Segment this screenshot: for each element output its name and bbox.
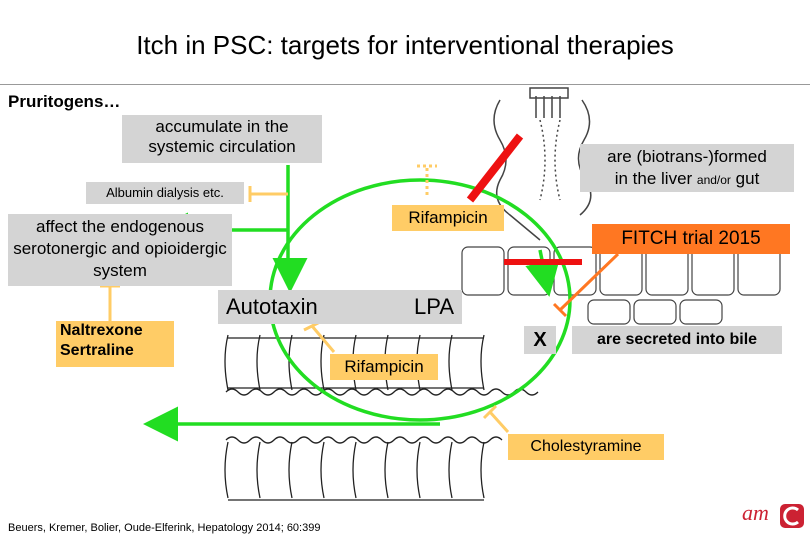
secreted-into-bile-box: are secreted into bile: [572, 326, 782, 354]
logo-text: am: [742, 500, 769, 525]
biotrans-line-1: are (biotrans-)formed: [607, 147, 767, 166]
rifampicin-mid-inhibit: [310, 325, 336, 353]
amc-logo: am: [740, 496, 806, 536]
biotrans-andor: and/or: [696, 173, 731, 187]
biotrans-liver: in the liver: [614, 169, 697, 188]
autotaxin-label: Autotaxin: [226, 294, 318, 319]
cholestyramine-inhibit: [488, 410, 510, 434]
page-title: Itch in PSC: targets for interventional …: [136, 30, 674, 60]
accumulate-box: accumulate in the systemic circulation: [122, 115, 322, 163]
rifampicin-mid-box: Rifampicin: [330, 354, 438, 380]
biotrans-gut: gut: [730, 169, 760, 188]
x-mark-box: X: [524, 326, 556, 354]
inhibitors: [100, 133, 620, 434]
autotaxin-lpa-box: Autotaxin LPA: [218, 290, 462, 324]
villus-structure: [493, 87, 592, 241]
lpa-label: LPA: [414, 294, 454, 319]
biotrans-line-2: in the liver and/or gut: [580, 168, 794, 191]
title-divider: [0, 84, 810, 85]
red-block-villus: [466, 133, 524, 203]
albumin-dialysis-box: Albumin dialysis etc.: [86, 182, 244, 204]
fitch-inhibit: [558, 252, 620, 312]
naltrexone-sertraline-box: Naltrexone Sertraline: [56, 321, 174, 367]
naltrexone-label: Naltrexone: [60, 322, 143, 339]
biotransformed-box: are (biotrans-)formed in the liver and/o…: [580, 144, 794, 192]
citation-text: Beuers, Kremer, Bolier, Oude-Elferink, H…: [8, 522, 321, 534]
pruritogens-label: Pruritogens…: [8, 92, 121, 111]
cholestyramine-box: Cholestyramine: [508, 434, 664, 460]
fitch-trial-box: FITCH trial 2015: [592, 224, 790, 254]
arrow-to-liver: [525, 249, 560, 297]
rifampicin-top-box: Rifampicin: [392, 205, 504, 231]
affect-box: affect the endogenous serotonergic and o…: [8, 214, 232, 286]
hepatocyte-grid: [461, 246, 781, 325]
sertraline-label: Sertraline: [60, 342, 134, 359]
